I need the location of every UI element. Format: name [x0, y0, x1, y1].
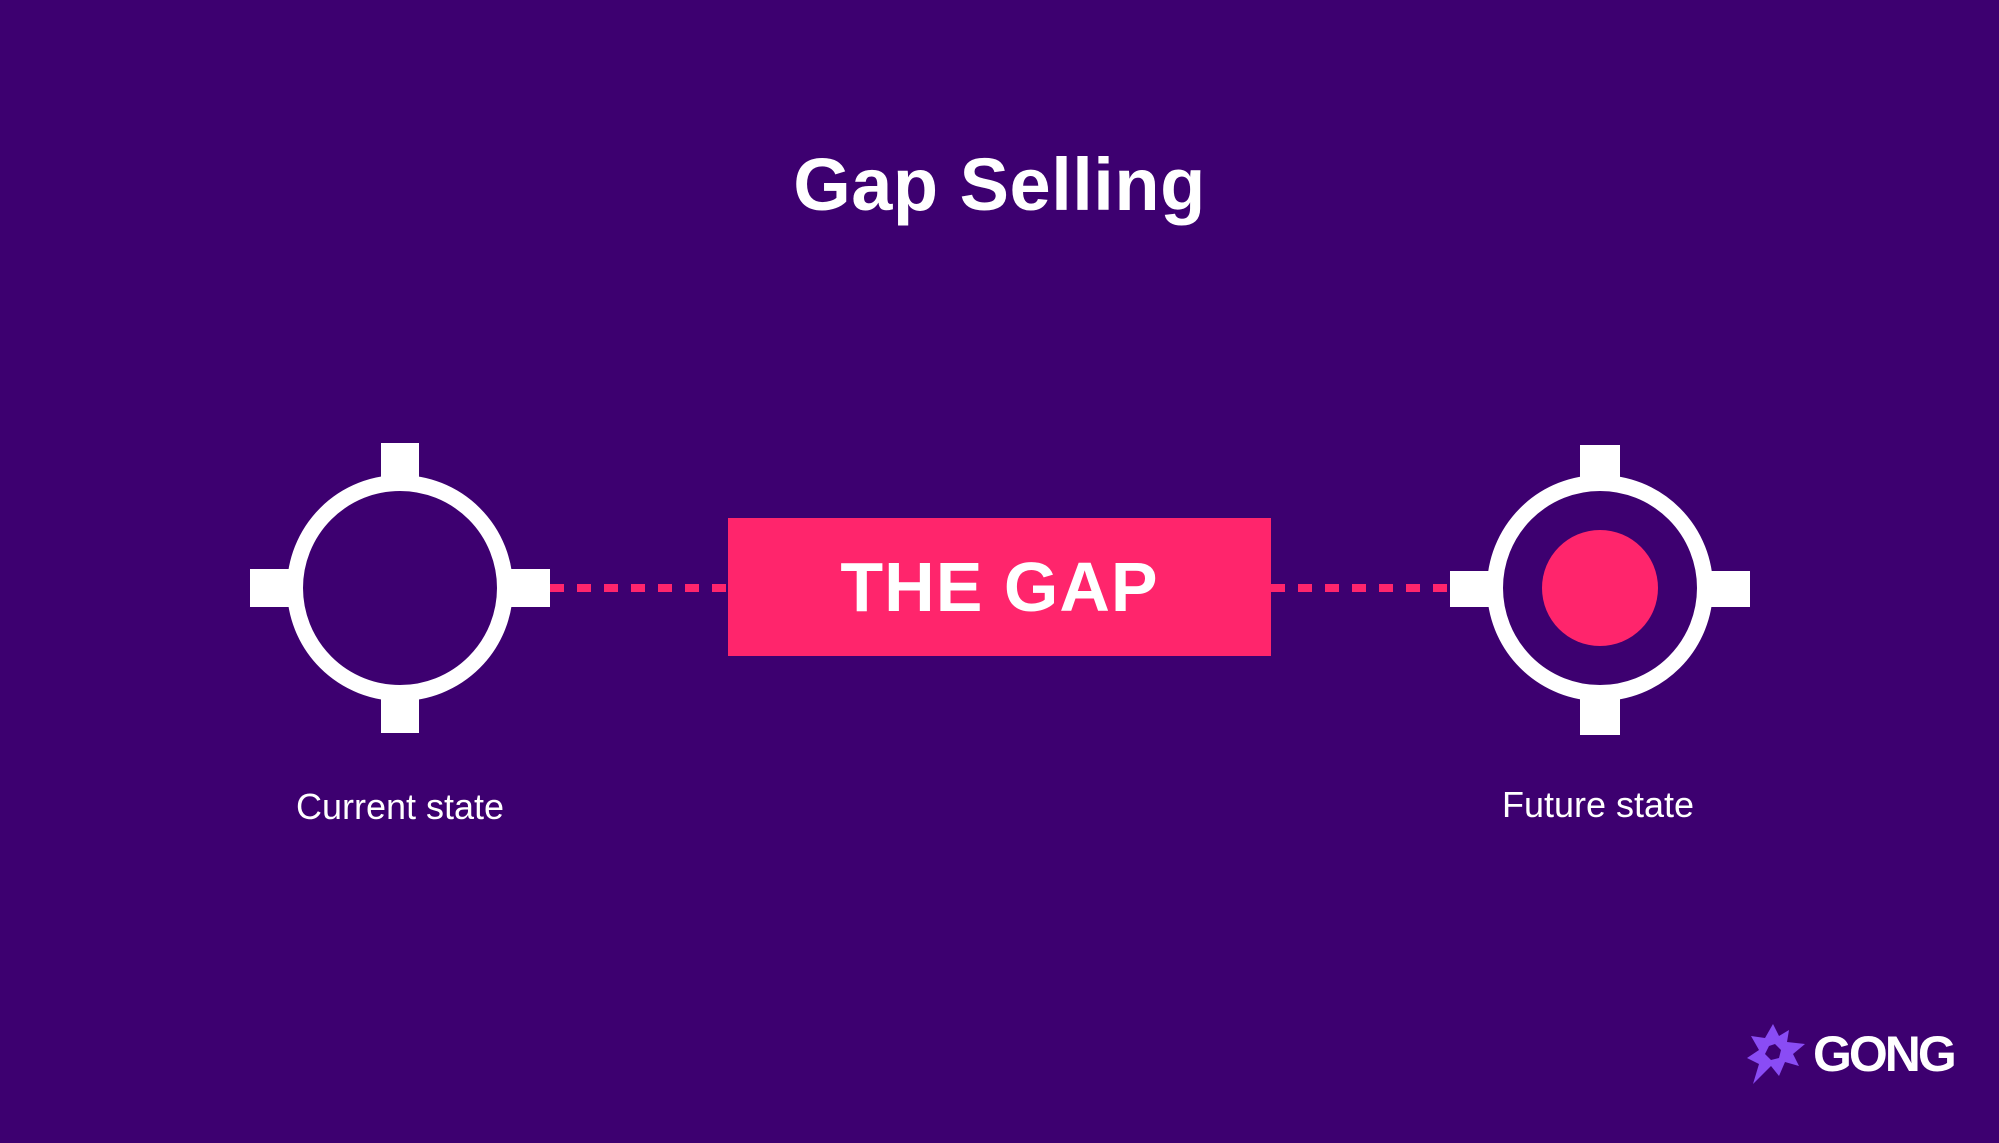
current-state-target-icon: [250, 438, 550, 738]
starburst-icon: [1747, 1024, 1805, 1084]
current-state-label: Current state: [295, 786, 505, 827]
future-state-target-icon: [1450, 440, 1750, 740]
gap-label: THE GAP: [840, 548, 1159, 626]
gap-box: THE GAP: [728, 518, 1271, 656]
future-state-label: Future state: [1501, 784, 1695, 825]
dashed-connector-right: [1271, 584, 1449, 592]
gong-logo: GONG: [1745, 1022, 1957, 1086]
page-title: Gap Selling: [793, 143, 1206, 226]
dashed-connector-left: [550, 584, 728, 592]
logo-text: GONG: [1813, 1026, 1957, 1082]
